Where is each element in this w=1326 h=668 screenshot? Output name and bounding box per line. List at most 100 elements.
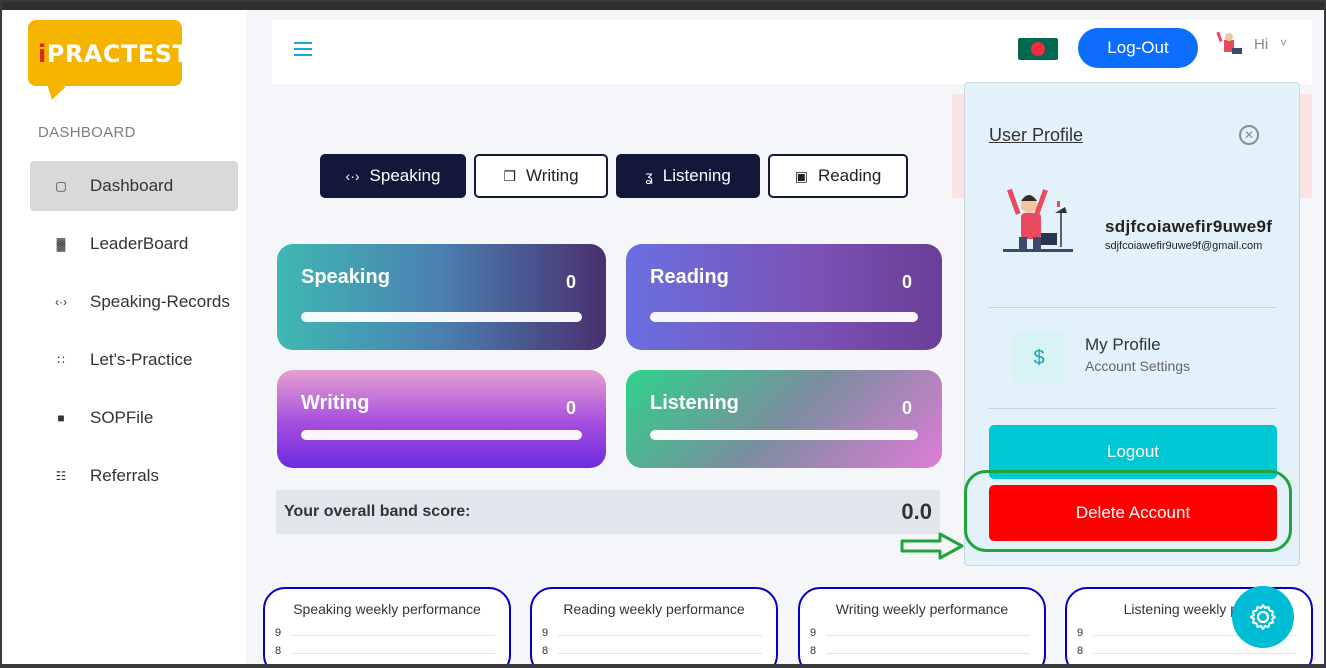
writing-score-card[interactable]: Writing 0 <box>277 370 606 468</box>
sidebar-item-label: SOPFile <box>90 408 154 427</box>
sidebar-item-sopfile[interactable]: ■SOPFile <box>30 393 238 443</box>
tab-speaking[interactable]: ‹·› Speaking <box>320 154 466 198</box>
weekly-performance-card: Reading weekly performance 9 8 <box>530 587 778 668</box>
profile-username: sdjfcoiawefir9uwe9f <box>1105 217 1273 236</box>
gridline <box>826 635 1030 636</box>
waveform-icon: ‹·› <box>55 295 67 309</box>
gridline <box>558 653 762 654</box>
y-tick-label: 8 <box>1077 645 1084 657</box>
book-icon: ▣ <box>794 167 808 184</box>
y-tick-label: 9 <box>275 627 282 639</box>
bangladesh-flag-icon[interactable] <box>1018 38 1058 60</box>
card-title: Listening <box>650 392 739 414</box>
top-bar: Log-Out Hi ˅ <box>272 20 1312 84</box>
sidebar-item-dashboard[interactable]: ▢ Dashboard <box>30 161 238 211</box>
delete-account-button[interactable]: Delete Account <box>989 485 1277 541</box>
sidebar-nav: ▢ Dashboard ▓ LeaderBoard ‹·›Speaking-Record… <box>30 161 238 509</box>
sidebar-item-label: LeaderBoard <box>90 234 189 253</box>
weekly-performance-title: Listening weekly perf <box>1123 601 1255 617</box>
y-tick-label: 9 <box>542 627 549 639</box>
sidebar-item-leaderboard[interactable]: ▓ LeaderBoard <box>30 219 238 269</box>
sidebar-item-referrals[interactable]: ☷ Referrals <box>30 451 238 501</box>
weekly-performance-title: Reading weekly performance <box>563 601 745 617</box>
waveform-icon: ‹·› <box>345 168 360 184</box>
y-tick-label: 9 <box>810 627 817 639</box>
my-profile-link[interactable]: My Profile <box>1085 335 1161 354</box>
dropdown-title[interactable]: User Profile <box>989 125 1084 145</box>
progress-bar <box>301 430 582 440</box>
card-score: 0 <box>565 272 576 292</box>
sidebar-item-label: Referrals <box>90 466 159 485</box>
y-tick-label: 8 <box>275 645 282 657</box>
document-icon: ❐ <box>503 167 516 184</box>
user-profile-dropdown: User Profile ✕ sdjfcoiawefir9uwe9f sdjfc… <box>964 82 1300 566</box>
arrow-right-icon <box>900 532 964 560</box>
dollar-icon[interactable]: $ <box>1013 332 1065 384</box>
account-settings-label[interactable]: Account Settings <box>1085 358 1191 374</box>
chevron-down-icon[interactable]: ˅ <box>1280 36 1288 50</box>
dots-grid-icon: ∷ <box>57 353 65 367</box>
weekly-performance-card: Writing weekly performance 9 8 <box>798 587 1046 668</box>
bar-chart-icon: ▓ <box>56 237 66 251</box>
window-top-border <box>2 2 1324 10</box>
tab-label: Writing <box>525 166 579 185</box>
card-score: 0 <box>901 398 912 418</box>
referral-icon: ☷ <box>55 469 67 483</box>
card-score: 0 <box>565 398 576 418</box>
divider <box>989 307 1277 308</box>
sidebar-item-label: Dashboard <box>90 176 174 195</box>
tab-reading[interactable]: ▣ Reading <box>768 154 908 198</box>
settings-fab[interactable] <box>1232 586 1294 648</box>
reading-score-card[interactable]: Reading 0 <box>626 244 942 350</box>
card-title: Writing <box>301 392 370 414</box>
y-tick-label: 8 <box>810 645 817 657</box>
close-icon[interactable]: ✕ <box>1239 125 1259 145</box>
avatar[interactable] <box>1216 30 1244 58</box>
gridline <box>1093 635 1297 636</box>
progress-bar <box>650 312 918 322</box>
weekly-performance-card: Speaking weekly performance 9 8 <box>263 587 511 668</box>
band-score-label: Your overall band score: <box>284 503 471 520</box>
sidebar-item-label: Let's-Practice <box>90 350 193 369</box>
tab-writing[interactable]: ❐ Writing <box>474 154 608 198</box>
ear-icon: ʓ <box>645 168 653 184</box>
gridline <box>1093 653 1297 654</box>
hamburger-menu-icon[interactable] <box>294 42 312 56</box>
logo[interactable]: iPRACTEST <box>28 20 189 86</box>
tab-label: Speaking <box>369 166 441 185</box>
card-score: 0 <box>901 272 912 292</box>
card-title: Reading <box>650 266 729 288</box>
weekly-performance-title: Speaking weekly performance <box>293 601 481 617</box>
sidebar-item-speaking-records[interactable]: ‹·›Speaking-Records <box>30 277 238 327</box>
tab-label: Reading <box>817 166 882 185</box>
sidebar-heading: DASHBOARD <box>38 124 136 141</box>
gridline <box>291 653 495 654</box>
gridline <box>826 653 1030 654</box>
logout-button[interactable]: Log-Out <box>1078 28 1198 68</box>
speaking-score-card[interactable]: Speaking 0 <box>277 244 606 350</box>
logo-text: iPRACTEST <box>38 40 190 68</box>
progress-bar <box>650 430 918 440</box>
divider <box>989 408 1277 409</box>
weekly-performance-title: Writing weekly performance <box>835 601 1009 617</box>
profile-illustration <box>1003 188 1073 252</box>
bag-icon: ▢ <box>55 179 67 193</box>
y-tick-label: 8 <box>542 645 549 657</box>
sidebar: iPRACTEST DASHBOARD ▢ Dashboard ▓ LeaderBoa… <box>4 10 246 668</box>
gridline <box>558 635 762 636</box>
y-tick-label: 9 <box>1077 627 1084 639</box>
gridline <box>291 635 495 636</box>
overall-band-score: Your overall band score: 0.0 <box>276 490 940 534</box>
sidebar-item-let-s-practice[interactable]: ∷ Let's-Practice <box>30 335 238 385</box>
profile-email: sdjfcoiawefir9uwe9f@gmail.com <box>1105 240 1263 252</box>
band-score-value: 0.0 <box>901 499 932 524</box>
listening-score-card[interactable]: Listening 0 <box>626 370 942 468</box>
card-title: Speaking <box>301 266 390 288</box>
progress-bar <box>301 312 582 322</box>
greeting-text[interactable]: Hi <box>1254 36 1269 53</box>
taskbar-strip <box>2 664 1324 668</box>
gear-icon <box>1250 604 1276 630</box>
